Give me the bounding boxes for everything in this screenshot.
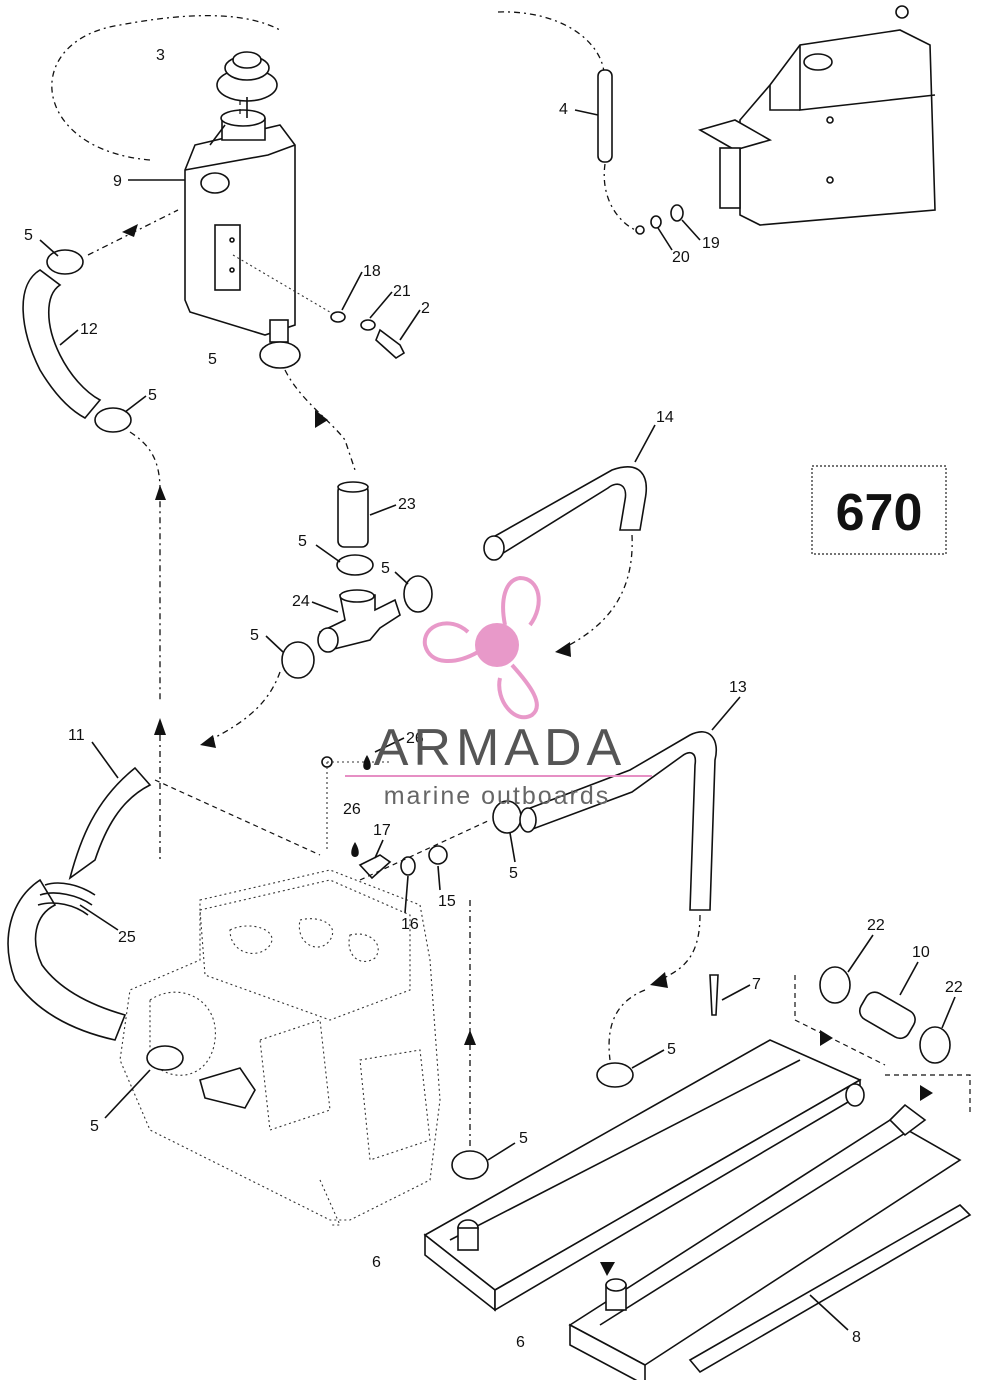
diagram-code: 670	[836, 484, 923, 542]
callout-label: 6	[516, 1334, 525, 1351]
clamp-tee-right	[403, 575, 433, 613]
clamp-tank-bottom	[259, 341, 301, 369]
engine-block	[119, 869, 441, 1226]
callout-label: 23	[398, 496, 416, 513]
callout-label: 5	[667, 1041, 676, 1058]
callout-label: 12	[80, 321, 98, 338]
bleeder-7	[709, 974, 719, 1016]
tube-23	[337, 484, 369, 548]
clamp-22-left	[819, 966, 851, 1004]
callout-label: 5	[381, 560, 390, 577]
callout-label: 11	[68, 727, 85, 744]
callout-label: 8	[852, 1329, 861, 1346]
t-fitting-24	[317, 589, 401, 653]
fitting-17	[358, 854, 392, 880]
flow-arrow-a	[315, 410, 328, 428]
sealant-drop-top	[363, 755, 371, 770]
hose-11	[68, 766, 152, 880]
callout-label: 20	[672, 249, 690, 266]
callout-labels: 3 9 5 12 5 5 18 21 2 4 20 19 14 23 5 5 2…	[24, 47, 963, 1351]
callout-label: 19	[702, 235, 720, 252]
screw-2	[375, 328, 406, 359]
callout-label: 18	[363, 263, 381, 280]
callout-label: 6	[372, 1254, 381, 1271]
callout-label: 26	[406, 730, 424, 747]
clamp-engine-left	[146, 1045, 184, 1071]
clamp-23	[336, 554, 374, 576]
hose-13	[524, 731, 717, 911]
callout-label: 22	[945, 979, 963, 996]
diagram-code-box: 670	[811, 465, 947, 555]
fitting-19	[670, 204, 684, 222]
callout-label: 26	[343, 801, 361, 818]
clamp-left-bottom	[94, 407, 132, 433]
callout-label: 25	[118, 929, 136, 946]
clamp-22-right	[919, 1026, 951, 1064]
callout-label: 5	[250, 627, 259, 644]
callout-label: 16	[401, 916, 419, 933]
sealant-drop-bottom	[351, 842, 359, 857]
callout-label: 2	[421, 300, 430, 317]
callout-label: 22	[867, 917, 885, 934]
radiator-lower	[568, 1103, 962, 1380]
leader-lines	[39, 109, 956, 1331]
callout-label: 9	[113, 173, 122, 190]
radiator-upper	[423, 1039, 865, 1312]
o-ring-16	[400, 856, 416, 876]
strip-8	[688, 1204, 972, 1374]
callout-label: 5	[208, 351, 217, 368]
clamp-radiator-left	[596, 1062, 634, 1088]
hose-12	[22, 269, 102, 420]
callout-label: 3	[156, 47, 165, 64]
thermostat-housing	[199, 1067, 256, 1109]
callout-label: 4	[559, 101, 568, 118]
hose-4	[597, 69, 613, 163]
callout-label: 5	[298, 533, 307, 550]
callout-label: 15	[438, 893, 456, 910]
hose-4-outline	[497, 11, 605, 73]
callout-label: 24	[292, 593, 310, 610]
oil-tank	[697, 5, 936, 226]
coolant-tank	[184, 109, 296, 343]
washer-21	[360, 319, 376, 331]
callout-label: 21	[393, 283, 411, 300]
hose-10	[858, 991, 916, 1040]
callout-label: 5	[24, 227, 33, 244]
callout-label: 13	[729, 679, 747, 696]
callout-label: 5	[509, 865, 518, 882]
clamp-left-top	[46, 249, 84, 275]
fitting-20	[650, 215, 662, 229]
callout-label: 5	[519, 1130, 528, 1147]
watermark-tagline: marine outboards	[384, 782, 611, 810]
watermark: ARMADA marine outboards	[345, 575, 652, 810]
hose-25	[7, 878, 127, 1041]
nut-15	[428, 845, 448, 865]
propeller-logo-icon	[422, 575, 541, 720]
callout-label: 5	[148, 387, 157, 404]
washer-18	[330, 311, 346, 323]
radiator-cap	[216, 51, 278, 118]
callout-label: 17	[373, 822, 391, 839]
callout-label: 10	[912, 944, 930, 961]
watermark-brand: ARMADA	[374, 719, 626, 777]
callout-label: 5	[90, 1118, 99, 1135]
vent-line	[603, 163, 641, 233]
clamp-radiator-bottom	[451, 1150, 489, 1180]
callout-label: 7	[752, 976, 761, 993]
callout-label: 14	[656, 409, 674, 426]
hose-14	[486, 466, 647, 557]
clamp-tee-left	[281, 641, 315, 679]
